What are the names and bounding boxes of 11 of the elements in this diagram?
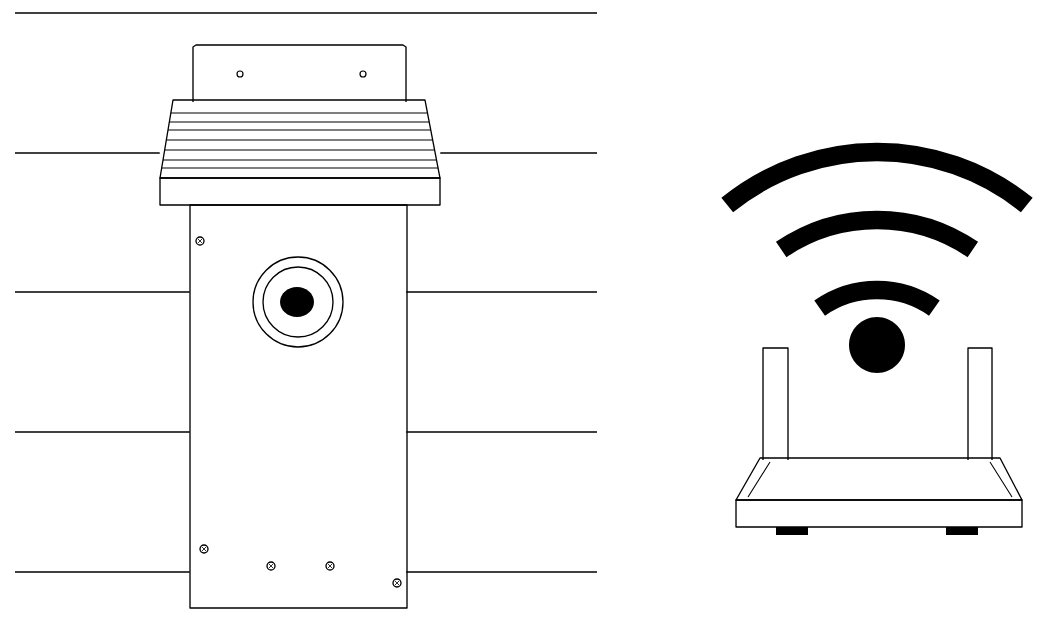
wifi-router-drawing — [721, 142, 1033, 535]
leader-line — [405, 431, 598, 433]
leader-line — [405, 291, 598, 293]
leader-line — [14, 571, 191, 573]
camera-box-drawing — [189, 204, 408, 609]
roof-drawing — [159, 44, 441, 206]
leader-line — [405, 571, 598, 573]
leader-line — [14, 431, 191, 433]
leader-line — [14, 291, 191, 293]
leader-line — [439, 152, 598, 154]
leader-line — [14, 152, 161, 154]
